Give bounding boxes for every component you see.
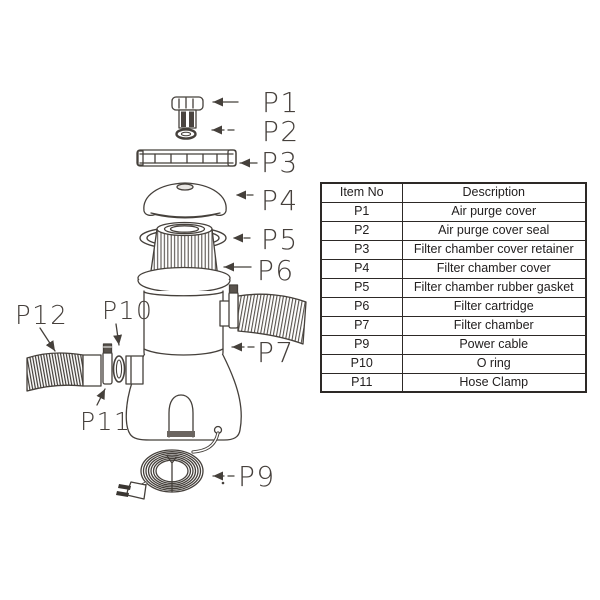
part-chamber-flange <box>137 266 231 293</box>
table-cell-desc: Filter chamber rubber gasket <box>401 277 587 298</box>
callout-arrow-p12 <box>39 327 56 352</box>
table-cell-desc: Power cable <box>401 334 587 355</box>
callout-p9-label: P9 <box>238 460 276 493</box>
callout-p2-label: P2 <box>262 115 300 148</box>
callout-p4-label: P4 <box>261 184 299 217</box>
table-row: P4 Filter chamber cover <box>320 258 587 279</box>
part-p4-chamber-cover <box>143 182 227 219</box>
part-p11-hose-clamp <box>102 343 113 385</box>
part-left-inlet-port <box>125 355 144 385</box>
table-row: P2 Air purge cover seal <box>320 220 587 241</box>
table-cell-item: P1 <box>320 201 403 222</box>
table-cell-item: P10 <box>320 353 403 374</box>
table-cell-desc: Filter cartridge <box>401 296 587 317</box>
table-row: P7 Filter chamber <box>320 315 587 336</box>
table-cell-item: P5 <box>320 277 403 298</box>
part-p10-o-ring <box>112 355 126 383</box>
part-pump-base <box>125 348 242 441</box>
table-row: P11 Hose Clamp <box>320 372 587 393</box>
table-row: P9 Power cable <box>320 334 587 355</box>
table-row: P1 Air purge cover <box>320 201 587 222</box>
callout-p5-label: P5 <box>261 223 299 256</box>
table-cell-desc: Filter chamber cover <box>401 258 587 279</box>
table-cell-item: P9 <box>320 334 403 355</box>
part-p9-power-cable <box>116 431 220 500</box>
table-row: P5 Filter chamber rubber gasket <box>320 277 587 298</box>
table-cell-item: P11 <box>320 372 403 393</box>
callout-p10-label: P10 <box>102 296 153 325</box>
table-row: P6 Filter cartridge <box>320 296 587 317</box>
table-cell-desc: Hose Clamp <box>401 372 587 393</box>
callout-arrow-p10 <box>113 323 123 346</box>
table-cell-item: P3 <box>320 239 403 260</box>
callout-p1-label: P1 <box>262 86 300 119</box>
table-cell-item: P2 <box>320 220 403 241</box>
callout-p12-label: P12 <box>15 301 68 331</box>
table-cell-desc: Filter chamber cover retainer <box>401 239 587 260</box>
table-row: P10 O ring <box>320 353 587 374</box>
table-cell-item: P4 <box>320 258 403 279</box>
callout-p3-label: P3 <box>261 146 299 179</box>
table-row: P3 Filter chamber cover retainer <box>320 239 587 260</box>
callout-labels: P1 P2 P3 P4 P5 P6 P7 P9 P10 P11 P12 <box>15 86 300 493</box>
table-cell-desc: Filter chamber <box>401 315 587 336</box>
table-cell-item: P7 <box>320 315 403 336</box>
part-p6-filter-cartridge <box>149 221 219 279</box>
part-p12-hose <box>26 352 102 392</box>
part-right-port-hose <box>219 284 307 345</box>
callout-arrow-p11 <box>96 388 106 406</box>
table-header-row: Item No Description <box>320 182 587 203</box>
table-header-item-no: Item No <box>320 182 403 203</box>
table-cell-desc: O ring <box>401 353 587 374</box>
table-cell-desc: Air purge cover <box>401 201 587 222</box>
table-cell-desc: Air purge cover seal <box>401 220 587 241</box>
callout-p7-label: P7 <box>257 336 295 369</box>
parts-table: Item No Description P1 Air purge cover P… <box>320 182 587 393</box>
callout-p6-label: P6 <box>257 254 295 287</box>
part-p2-seal <box>175 128 197 140</box>
table-cell-item: P6 <box>320 296 403 317</box>
part-p1-air-purge-cover <box>171 96 204 129</box>
callout-p11-label: P11 <box>80 407 131 436</box>
table-header-description: Description <box>401 182 587 203</box>
callout-arrows <box>39 97 258 485</box>
part-p3-cover-retainer <box>136 149 237 167</box>
callout-dot-p9 <box>221 481 225 485</box>
